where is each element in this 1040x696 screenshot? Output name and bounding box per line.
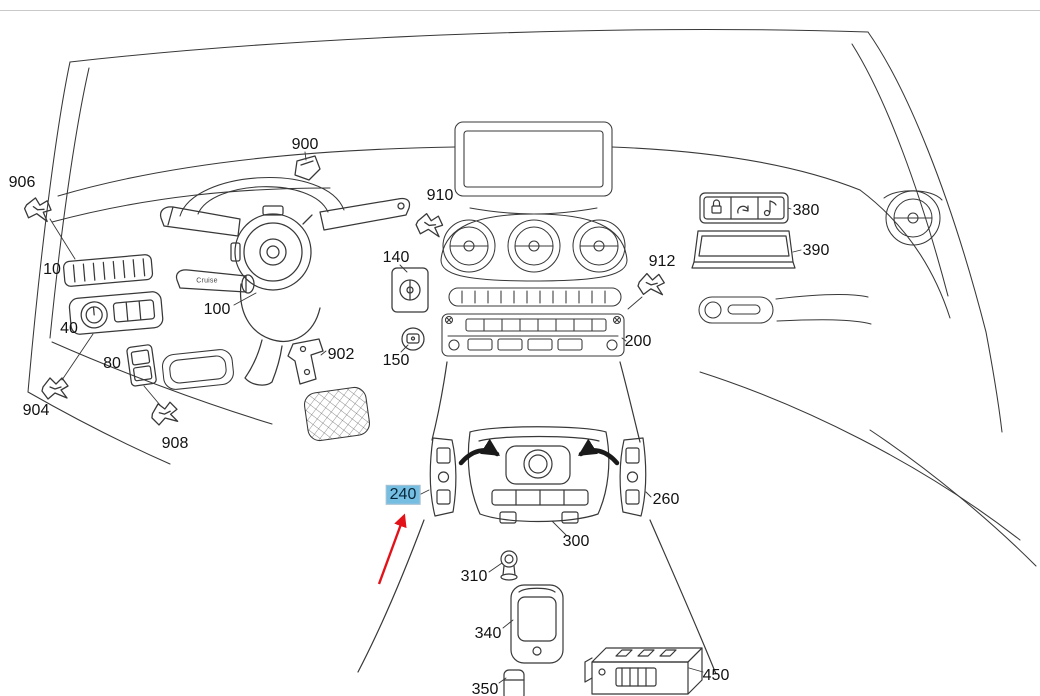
right-air-vent <box>883 190 943 246</box>
part-140-switch <box>391 267 429 313</box>
window-top-border <box>0 0 1040 11</box>
part-label-200[interactable]: 200 <box>624 332 652 350</box>
part-902-bracket <box>287 338 324 385</box>
center-air-vents <box>440 213 628 307</box>
part-label-150[interactable]: 150 <box>382 351 410 369</box>
part-label-10[interactable]: 10 <box>43 260 61 278</box>
part-label-40[interactable]: 40 <box>60 319 78 337</box>
part-label-240[interactable]: 240 <box>385 484 421 506</box>
highlight-pointer-arrow <box>377 513 407 585</box>
cruise-stalk-text: Cruise <box>196 277 218 285</box>
part-340-module <box>510 584 564 664</box>
part-80-switch <box>126 344 157 387</box>
part-450-control-unit <box>584 647 703 695</box>
part-label-910[interactable]: 910 <box>426 186 454 204</box>
climate-control-panel <box>441 313 625 357</box>
part-label-902[interactable]: 902 <box>327 345 355 363</box>
dashboard-body <box>27 146 1037 567</box>
part-label-340[interactable]: 340 <box>474 624 502 642</box>
part-label-310[interactable]: 310 <box>460 567 488 585</box>
part-40-light-switch <box>68 291 164 335</box>
part-260-trim <box>619 437 647 517</box>
part-label-912[interactable]: 912 <box>648 252 676 270</box>
part-label-80[interactable]: 80 <box>103 354 121 372</box>
part-label-380[interactable]: 380 <box>792 201 820 219</box>
part-label-450[interactable]: 450 <box>702 666 730 684</box>
part-10-switch-strip <box>62 254 154 287</box>
part-label-900[interactable]: 900 <box>291 135 319 153</box>
part-900-bracket <box>294 155 321 181</box>
part-label-140[interactable]: 140 <box>382 248 410 266</box>
part-label-350[interactable]: 350 <box>471 680 499 696</box>
part-240-trim <box>429 437 457 517</box>
part-150-button <box>401 327 425 351</box>
part-label-260[interactable]: 260 <box>652 490 680 508</box>
part-350 <box>503 669 525 696</box>
part-label-904[interactable]: 904 <box>22 401 50 419</box>
leader-lines <box>49 151 802 684</box>
part-label-100[interactable]: 100 <box>203 300 231 318</box>
part-label-390[interactable]: 390 <box>802 241 830 259</box>
part-label-908[interactable]: 908 <box>161 434 189 452</box>
part-label-300[interactable]: 300 <box>562 532 590 550</box>
steering-column-assembly <box>159 197 411 386</box>
part-390-tray <box>691 230 796 269</box>
glovebox-trim <box>698 294 872 325</box>
windshield-and-pillars <box>27 29 1003 433</box>
center-console-group <box>357 361 717 696</box>
assembly-arrows <box>458 438 620 466</box>
part-label-906[interactable]: 906 <box>8 173 36 191</box>
part-310-knob <box>500 550 518 581</box>
